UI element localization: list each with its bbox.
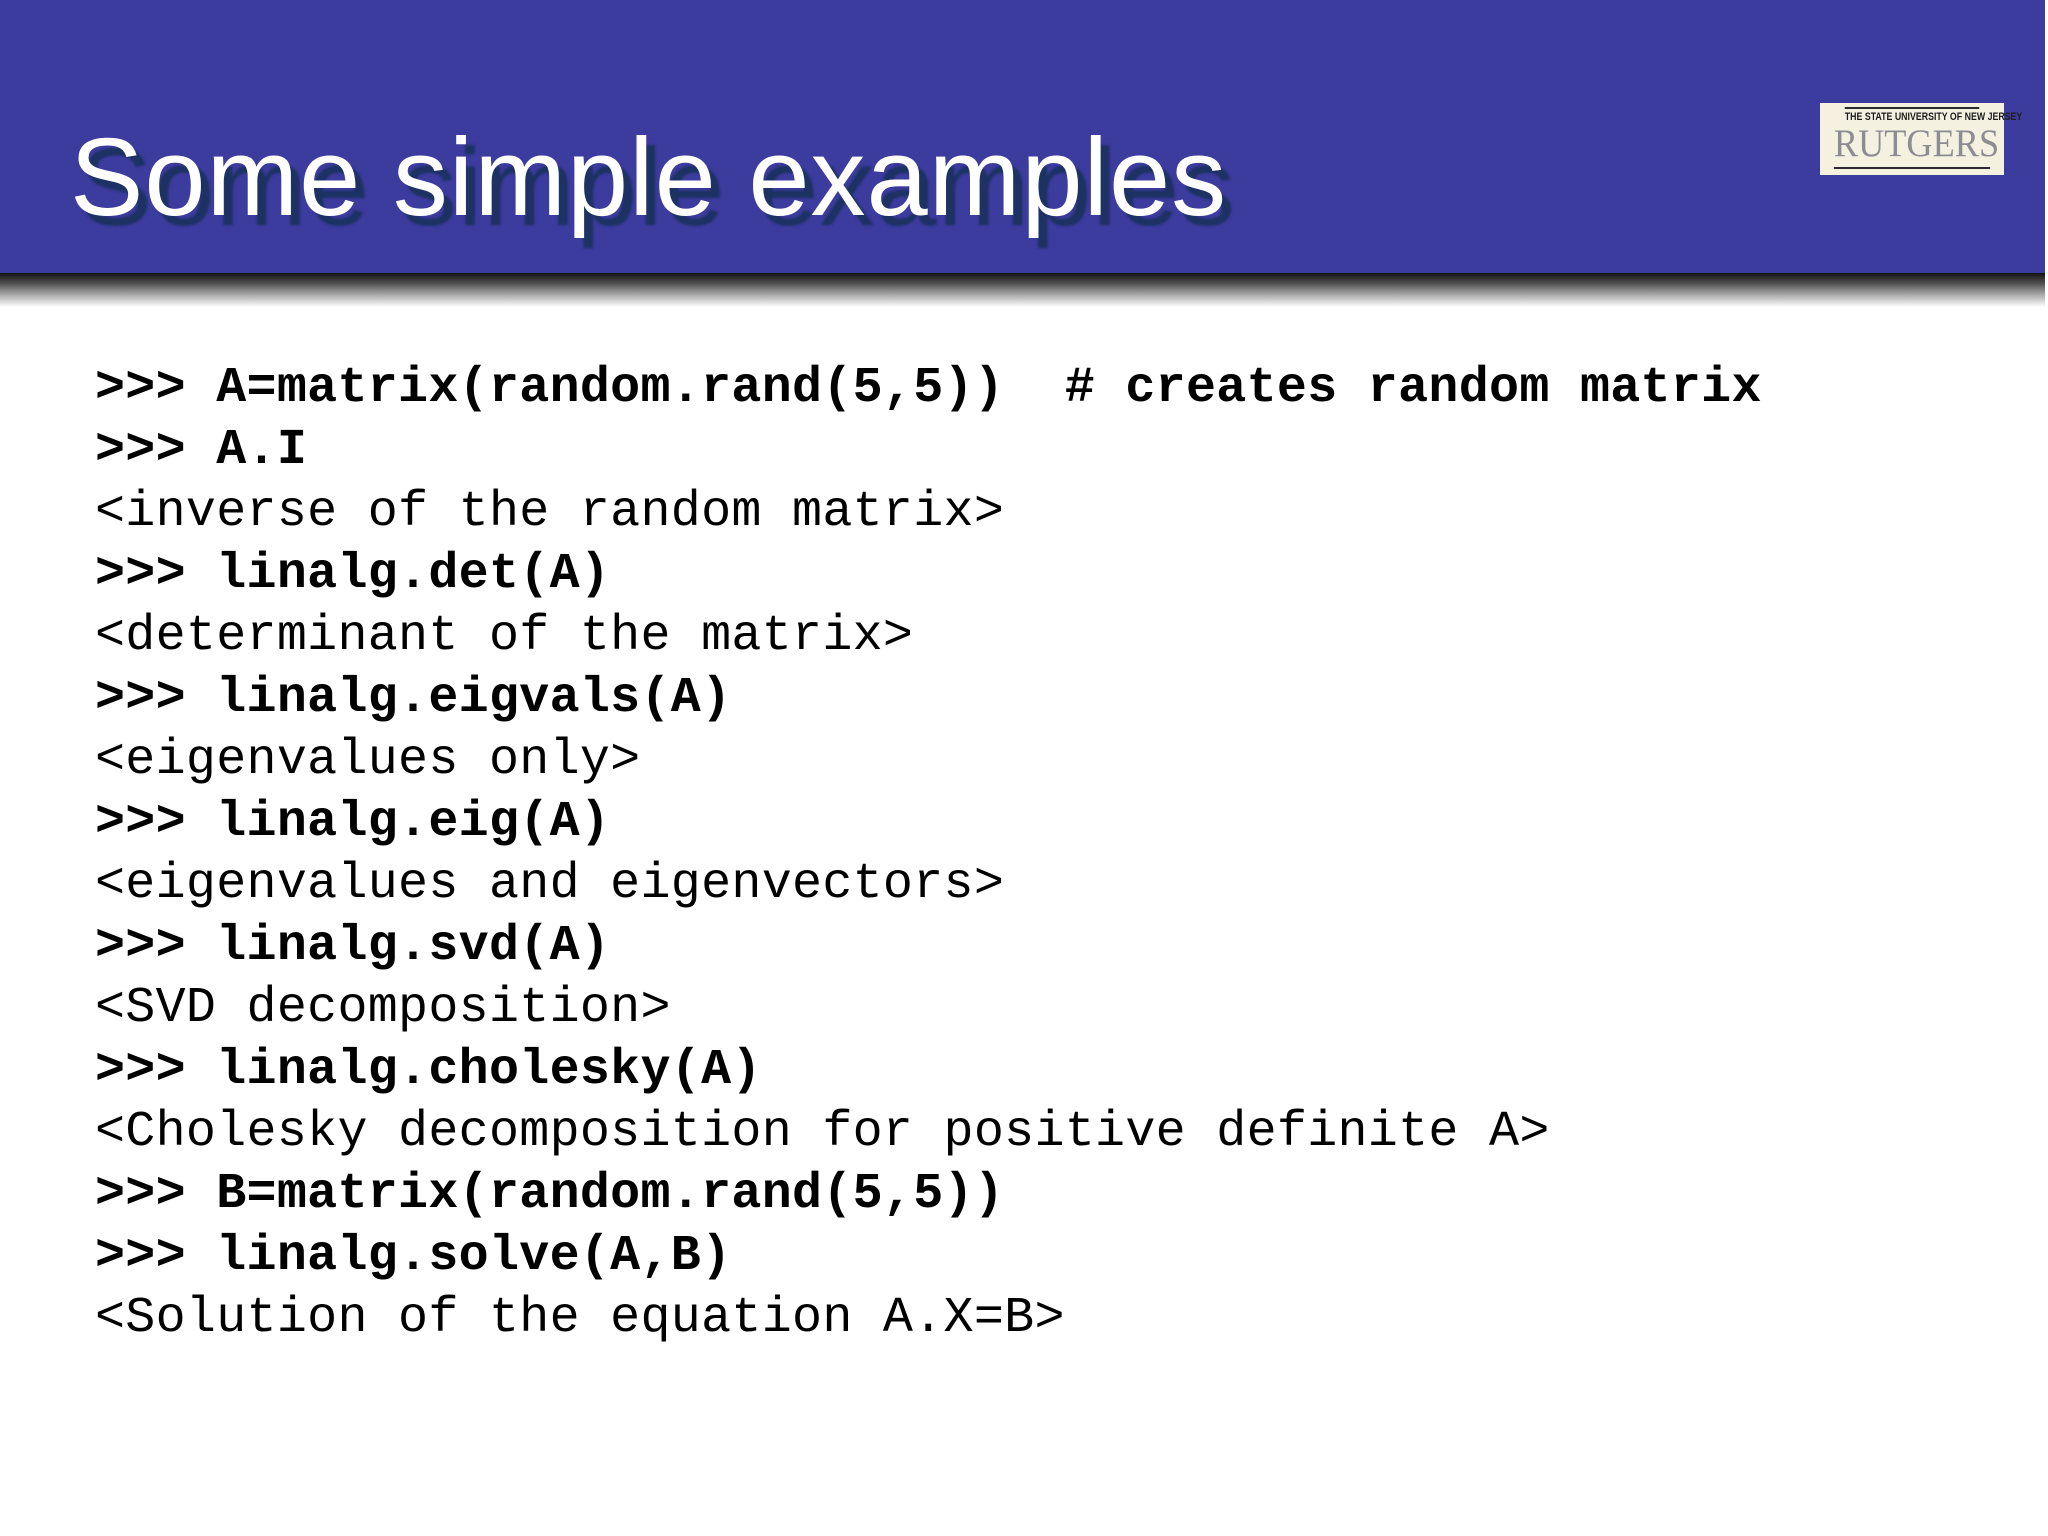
logo-wordmark: RUTGERS <box>1833 123 1999 169</box>
title-bar: Some simple examples THE STATE UNIVERSIT… <box>0 0 2045 273</box>
code-line: >>> A.I <box>95 422 308 479</box>
logo-tagline: THE STATE UNIVERSITY OF NEW JERSEY <box>1844 107 2022 123</box>
code-line: >>> linalg.solve(A,B) <box>95 1228 732 1285</box>
slide-title: Some simple examples <box>70 116 1228 239</box>
code-line: >>> linalg.svd(A) <box>95 918 611 975</box>
code-line: <eigenvalues only> <box>95 732 641 789</box>
code-line: <SVD decomposition> <box>95 980 671 1037</box>
code-line: >>> linalg.det(A) <box>95 546 611 603</box>
code-line: >>> B=matrix(random.rand(5,5)) <box>95 1166 1005 1223</box>
code-line: <inverse of the random matrix> <box>95 484 1005 541</box>
code-line: <eigenvalues and eigenvectors> <box>95 856 1005 913</box>
rutgers-logo: THE STATE UNIVERSITY OF NEW JERSEY RUTGE… <box>1820 103 2022 175</box>
code-line: >>> linalg.eigvals(A) <box>95 670 732 727</box>
header-shadow <box>0 273 2045 307</box>
code-line: <Solution of the equation A.X=B> <box>95 1290 1065 1347</box>
code-line: <Cholesky decomposition for positive def… <box>95 1104 1550 1161</box>
code-line: <determinant of the matrix> <box>95 608 914 665</box>
code-block: >>> A=matrix(random.rand(5,5)) # creates… <box>95 358 1762 1350</box>
code-line: >>> linalg.eig(A) <box>95 794 611 851</box>
code-line: >>> linalg.cholesky(A) <box>95 1042 762 1099</box>
code-line: >>> A=matrix(random.rand(5,5)) # creates… <box>95 360 1762 417</box>
